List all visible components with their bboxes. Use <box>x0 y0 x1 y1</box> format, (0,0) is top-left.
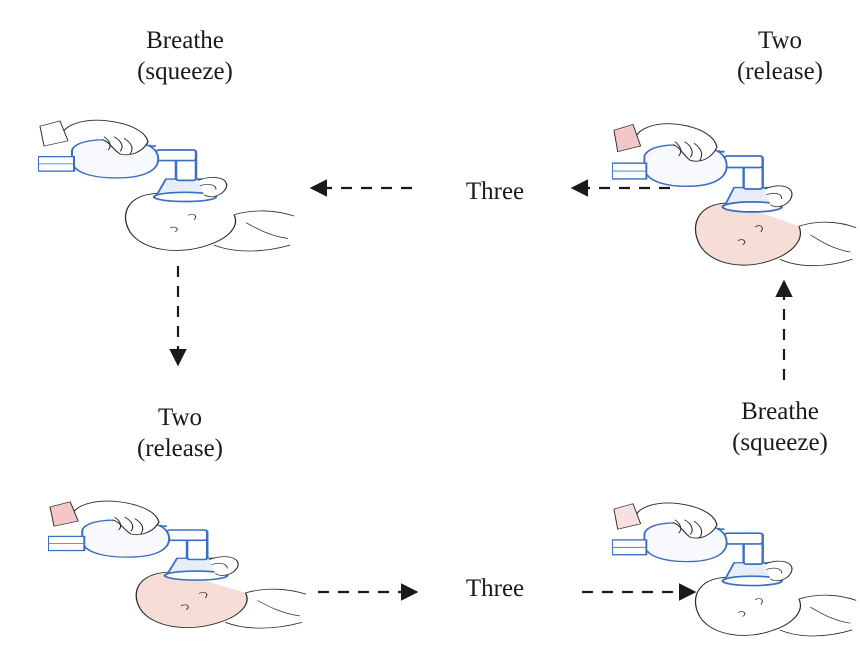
arrows-layer <box>0 0 860 650</box>
